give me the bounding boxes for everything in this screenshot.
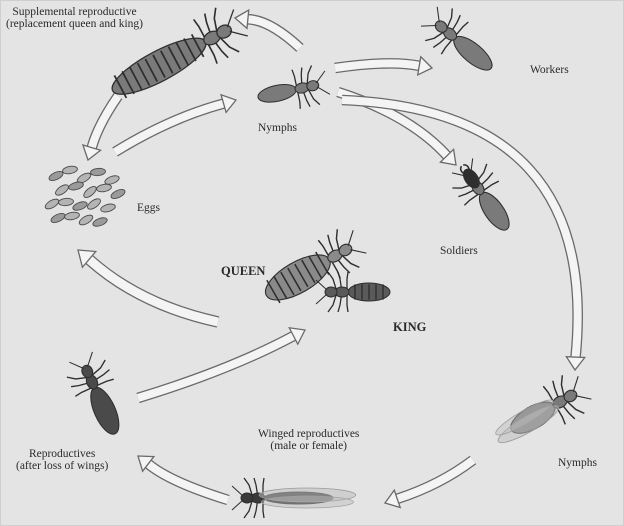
egg (90, 168, 106, 176)
egg (44, 197, 61, 211)
queen-icon (255, 223, 370, 315)
winged-reproductive-icon (232, 478, 356, 518)
label-eggs: Eggs (137, 202, 160, 214)
arrow-supplemental-to-eggs (83, 96, 118, 160)
egg (48, 170, 65, 183)
label-nymphs-top: Nymphs (258, 122, 297, 134)
label-workers: Workers (530, 64, 569, 76)
egg (62, 165, 78, 175)
label-nymphs-right: Nymphs (558, 457, 597, 469)
reproductive-icon (62, 349, 135, 443)
label-queen: QUEEN (221, 265, 265, 277)
arrow-nymphs-to-supplemental (235, 10, 300, 48)
worker-icon (416, 0, 505, 84)
soldier-icon (445, 154, 524, 242)
label-supplemental-reproductive: Supplemental reproductive (replacement q… (6, 6, 143, 30)
arrow-winged-to-reproductives (138, 456, 228, 500)
egg (64, 211, 80, 221)
egg (110, 188, 127, 201)
label-reproductives: Reproductives (after loss of wings) (16, 448, 108, 472)
arrow-nymphs-to-nymphs (342, 100, 585, 370)
egg (68, 181, 84, 192)
arrow-nymphs-to-winged (385, 460, 473, 508)
egg (96, 183, 112, 193)
egg (50, 212, 67, 225)
label-soldiers: Soldiers (440, 245, 478, 257)
egg (78, 213, 95, 227)
arrow-reproductives-to-queen (138, 328, 305, 398)
nymph-right-icon (486, 369, 596, 458)
label-king: KING (393, 321, 426, 333)
label-winged-line2: (male or female) (258, 440, 359, 452)
label-winged-line1: Winged reproductives (258, 428, 359, 440)
label-winged-reproductives: Winged reproductives (male or female) (258, 428, 359, 452)
label-supplemental-line2: (replacement queen and king) (6, 18, 143, 30)
egg (92, 216, 109, 228)
arrow-nymphs-to-workers (335, 57, 432, 75)
egg (82, 184, 98, 199)
egg (100, 203, 116, 214)
arrow-eggs-to-nymphs (115, 95, 236, 152)
arrow-queen-to-eggs (78, 250, 218, 322)
egg (54, 183, 70, 198)
nymph-top-icon (254, 63, 332, 117)
egg (72, 200, 89, 212)
king-icon (316, 272, 390, 312)
eggs-icon (44, 165, 127, 228)
egg (86, 197, 102, 212)
label-reproductives-line2: (after loss of wings) (16, 460, 108, 472)
label-supplemental-line1: Supplemental reproductive (6, 6, 143, 18)
label-reproductives-line1: Reproductives (16, 448, 108, 460)
egg (58, 198, 74, 206)
